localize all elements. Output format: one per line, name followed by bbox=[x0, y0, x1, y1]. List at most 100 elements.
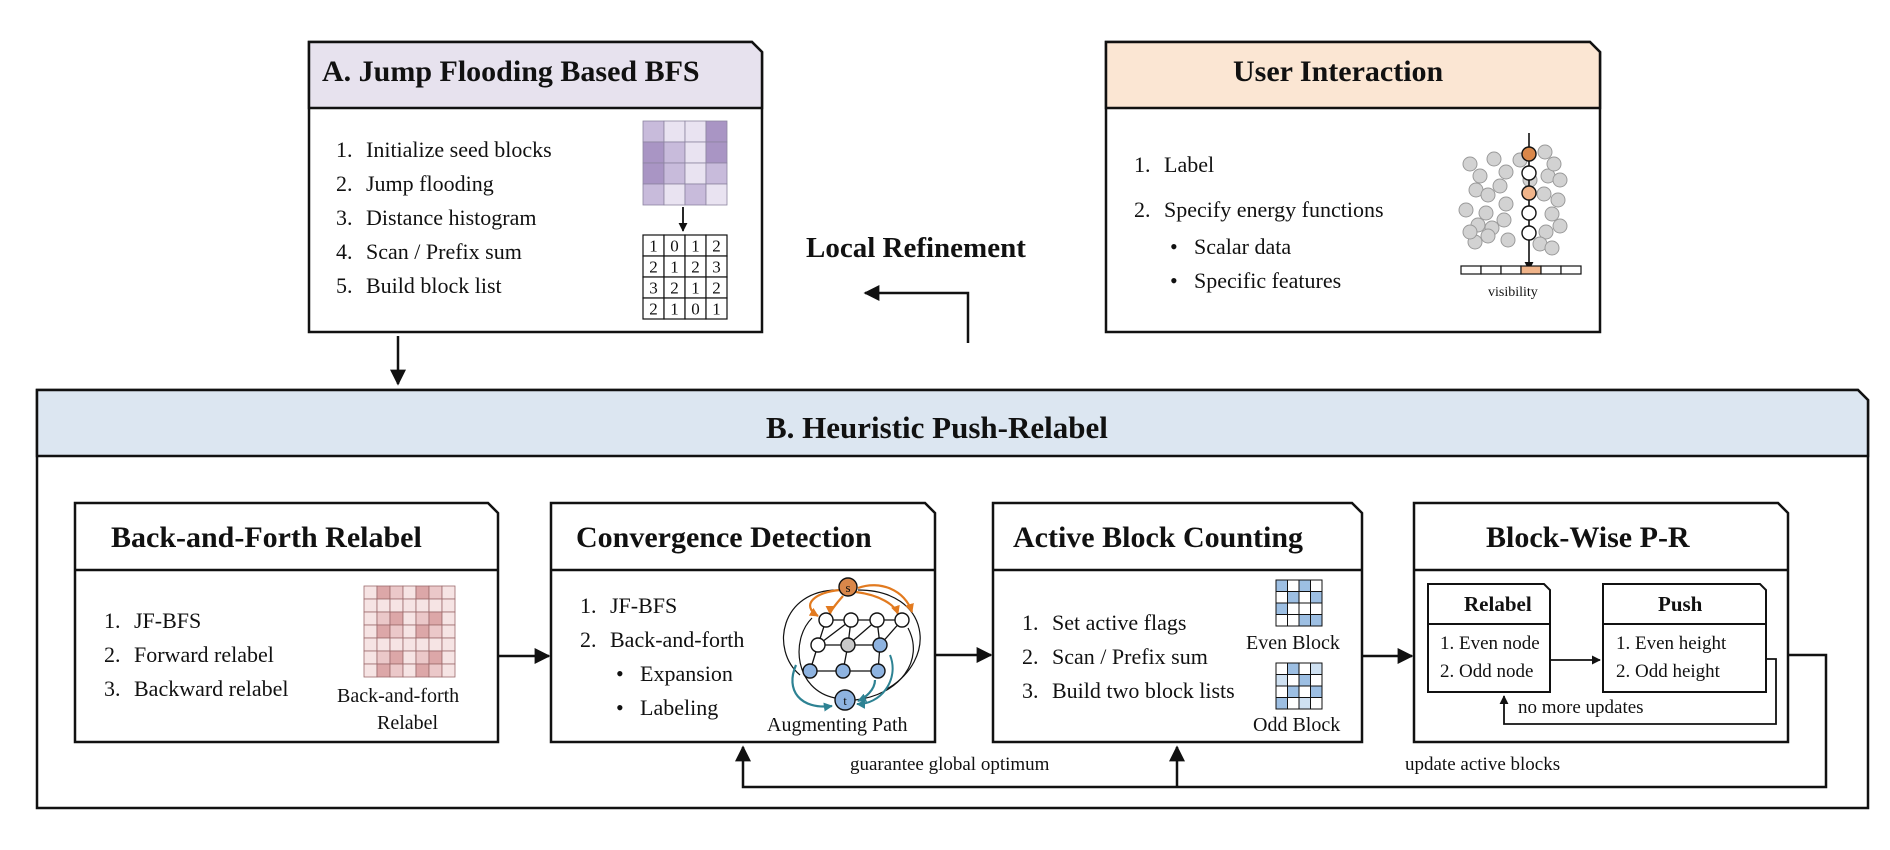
augmenting-graph: st bbox=[782, 577, 921, 712]
graph-node bbox=[834, 689, 856, 711]
grid-number: 2 bbox=[649, 258, 658, 277]
grid-cell bbox=[1275, 662, 1288, 675]
ray-sample bbox=[1521, 205, 1537, 221]
grid-cell bbox=[1275, 591, 1288, 604]
grid-number: 1 bbox=[649, 237, 658, 256]
push-subbox bbox=[1602, 583, 1767, 693]
grid-cell bbox=[441, 585, 456, 600]
grid-cell bbox=[1310, 662, 1323, 675]
grid-cell bbox=[363, 585, 378, 600]
graph-edge bbox=[854, 627, 914, 701]
gray-particle bbox=[1550, 192, 1566, 208]
grid-cell bbox=[389, 663, 404, 678]
grid-number: 1 bbox=[691, 279, 700, 298]
grid-number: 2 bbox=[691, 258, 700, 277]
node-label: t bbox=[843, 693, 847, 708]
list-item: 1.JF-BFS bbox=[104, 608, 202, 633]
odd-block-grid bbox=[1275, 662, 1323, 710]
list-item: 1. Even height bbox=[1616, 633, 1727, 654]
even-block-grid bbox=[1275, 579, 1323, 627]
gray-particle bbox=[1536, 186, 1552, 202]
cd-title: Convergence Detection bbox=[576, 521, 872, 554]
grid-cell bbox=[1310, 674, 1323, 687]
grid-cell bbox=[1298, 579, 1311, 592]
grid-cell bbox=[663, 120, 686, 143]
grid-cell bbox=[363, 663, 378, 678]
odd-block-label: Odd Block bbox=[1253, 714, 1341, 736]
grid-cell bbox=[663, 141, 686, 164]
update-label: update active blocks bbox=[1405, 754, 1561, 775]
augmenting-path-caption: Augmenting Path bbox=[767, 714, 908, 736]
panel-a-header bbox=[307, 40, 764, 110]
gray-particle bbox=[1544, 240, 1560, 256]
list-item: 3.Build two block lists bbox=[1022, 678, 1235, 703]
graph-node bbox=[838, 577, 858, 597]
grid-cell bbox=[389, 624, 404, 639]
even-block-label: Even Block bbox=[1246, 632, 1340, 654]
visibility-cell bbox=[1540, 265, 1562, 275]
grid-cell bbox=[441, 663, 456, 678]
panel-user-header bbox=[1104, 40, 1602, 110]
gray-particle bbox=[1552, 172, 1568, 188]
bf-title: Back-and-Forth Relabel bbox=[111, 521, 422, 554]
grid-cell bbox=[684, 183, 707, 206]
grid-cell bbox=[389, 598, 404, 613]
grid-cell bbox=[1310, 614, 1323, 627]
graph-node bbox=[843, 612, 859, 628]
local-refinement-label: Local Refinement bbox=[806, 232, 1026, 264]
grid-cell bbox=[1275, 579, 1288, 592]
orange-arrow bbox=[857, 584, 914, 613]
abc-title: Active Block Counting bbox=[1013, 521, 1304, 554]
bf-box bbox=[73, 501, 500, 744]
graph-edge bbox=[798, 617, 836, 699]
grid-number: 1 bbox=[670, 300, 679, 319]
visibility-caption: visibility bbox=[1488, 285, 1538, 300]
list-item: 4.Scan / Prefix sum bbox=[336, 239, 522, 264]
grid-cell bbox=[1275, 602, 1288, 615]
list-item: 1.Label bbox=[1134, 152, 1215, 177]
grid-cell bbox=[376, 624, 391, 639]
grid-cell bbox=[428, 624, 443, 639]
ray-sample bbox=[1521, 185, 1537, 201]
grid-cell bbox=[402, 585, 417, 600]
grid-cell bbox=[415, 663, 430, 678]
sub-list-item: •Specific features bbox=[1170, 268, 1342, 293]
visibility-cell bbox=[1480, 265, 1502, 275]
grid-cell bbox=[642, 183, 665, 206]
ray-sample bbox=[1521, 225, 1537, 241]
local-refinement-arrow bbox=[863, 285, 970, 343]
no-more-updates-loop bbox=[1499, 658, 1777, 725]
grid-cell bbox=[428, 598, 443, 613]
sub-list-item: •Scalar data bbox=[1170, 234, 1292, 259]
grid-cell bbox=[389, 611, 404, 626]
panel-a-title: A. Jump Flooding Based BFS bbox=[322, 55, 700, 88]
graph-node bbox=[869, 612, 885, 628]
graph-node bbox=[835, 663, 851, 679]
grid-cell bbox=[1310, 685, 1323, 698]
grid-cell bbox=[441, 650, 456, 665]
grid-cell bbox=[1287, 591, 1300, 604]
abc-box bbox=[991, 501, 1364, 744]
list-item: 2.Jump flooding bbox=[336, 171, 494, 196]
grid-cell bbox=[642, 162, 665, 185]
gray-particle bbox=[1458, 202, 1474, 218]
teal-arrow bbox=[856, 654, 894, 709]
grid-cell bbox=[376, 585, 391, 600]
gray-particle bbox=[1500, 232, 1516, 248]
grid-cell bbox=[1298, 685, 1311, 698]
graph-node bbox=[872, 637, 888, 653]
gray-particle bbox=[1472, 168, 1488, 184]
grid-cell bbox=[1287, 662, 1300, 675]
list-item: 1.Set active flags bbox=[1022, 610, 1187, 635]
grid-cell bbox=[376, 611, 391, 626]
list-item: 1.JF-BFS bbox=[580, 593, 678, 618]
grid-cell bbox=[1275, 674, 1288, 687]
panel-user bbox=[1104, 40, 1602, 334]
grid-cell bbox=[389, 637, 404, 652]
grid-number: 1 bbox=[670, 258, 679, 277]
grid-cell bbox=[415, 585, 430, 600]
guarantee-label: guarantee global optimum bbox=[850, 754, 1050, 775]
node-label: s bbox=[845, 580, 850, 595]
grid-cell bbox=[684, 120, 707, 143]
